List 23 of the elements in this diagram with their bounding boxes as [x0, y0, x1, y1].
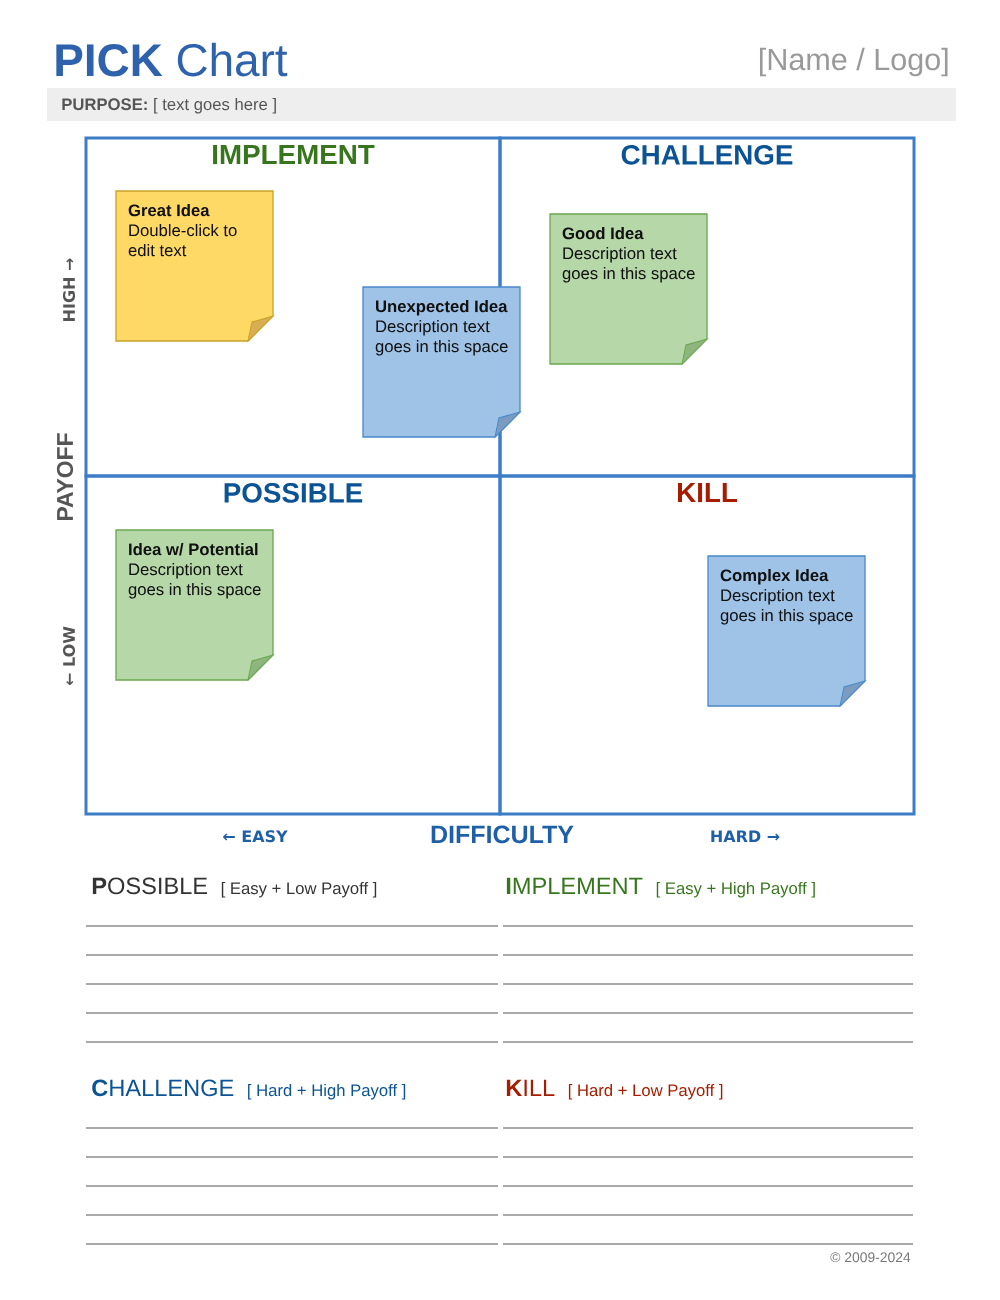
sticky-note: Unexpected Idea Description text goes in this space: [362, 286, 521, 438]
section-note: [ Hard + Low Payoff ]: [568, 1083, 723, 1100]
name-field: [Name / Logo]: [760, 47, 948, 77]
axis-label: HARD →: [711, 830, 780, 842]
section-heading: CHALLENGE: [92, 1079, 234, 1097]
copyright-notice: © 2009-2024: [830, 1252, 911, 1263]
section-heading: IMPLEMENT: [506, 877, 643, 894]
section-heading: POSSIBLE: [92, 877, 208, 895]
sticky-note: Complex Idea Description text goes in this space: [707, 555, 866, 707]
section-heading: KILL: [506, 1079, 555, 1096]
title: PICK Chart: [56, 42, 288, 77]
axis-label: ← LOW: [62, 626, 76, 686]
section-note: [ Easy + Low Payoff ]: [221, 881, 377, 898]
sticky-note: Great Idea Double-click to edit text: [115, 190, 274, 342]
axis-title: PAYOFF: [56, 433, 74, 521]
purpose-field: PURPOSE: [ text goes here ]: [47, 88, 956, 121]
axis-label: HIGH →: [62, 258, 76, 321]
axis-label: ← EASY: [223, 830, 288, 843]
sticky-note: Good Idea Description text goes in this space: [549, 213, 708, 365]
section-note: [ Easy + High Payoff ]: [656, 881, 815, 898]
section-note: [ Hard + High Payoff ]: [248, 1083, 406, 1100]
axis-title: DIFFICULTY: [431, 825, 574, 844]
sticky-note: Idea w/ Potential Description text goes in this space: [115, 529, 274, 681]
